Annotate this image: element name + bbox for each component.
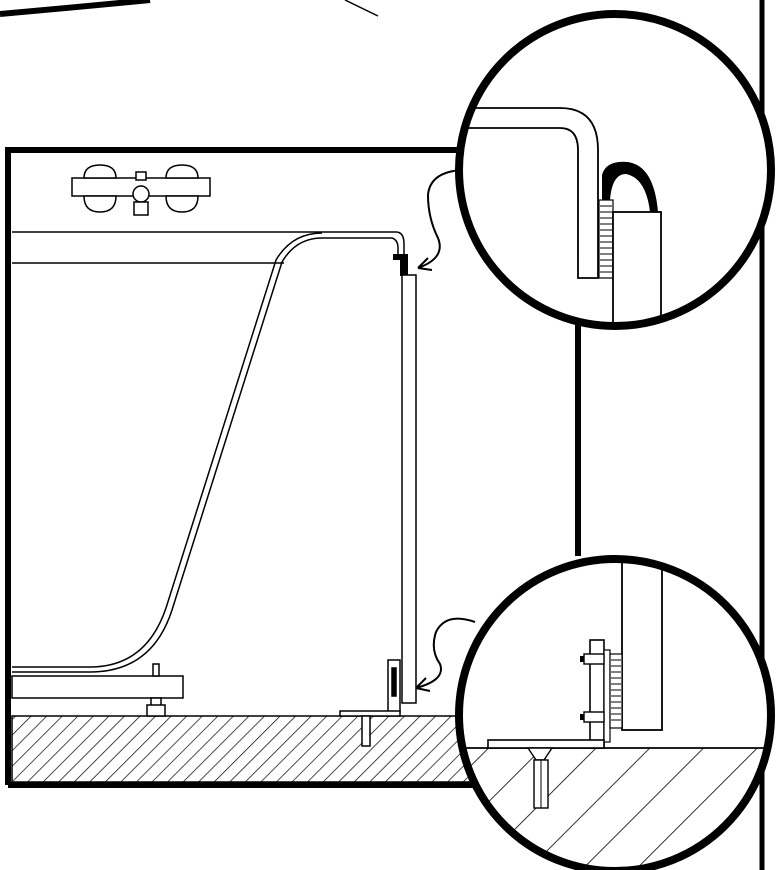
floor-section xyxy=(11,715,478,783)
glass-seal xyxy=(393,254,408,276)
callout-pointers xyxy=(415,169,476,692)
top-seal-detail xyxy=(459,107,662,326)
bottom-detail-ring xyxy=(455,555,775,870)
glass-panel xyxy=(401,274,417,704)
bathroom-frame xyxy=(5,147,581,788)
wall-anchor-icon xyxy=(526,747,554,809)
shower-mixer-icon xyxy=(71,164,211,216)
bottom-bracket xyxy=(339,659,401,747)
bathtub-outline xyxy=(12,231,405,673)
panel-fragment-pointer xyxy=(344,0,379,17)
panel-fragment-arc xyxy=(0,0,151,17)
tub-base xyxy=(11,663,184,717)
top-detail-ring xyxy=(455,10,775,330)
